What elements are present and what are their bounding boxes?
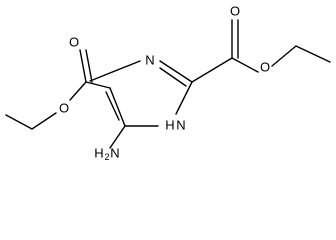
bond-carbonyl-ester-o — [231, 57, 259, 73]
atom-carbonyl-o-right-label: O — [230, 4, 240, 19]
atom-ester-o-left-label: O — [59, 101, 69, 116]
atom-carbonyl-o-left-label: O — [69, 35, 79, 50]
bond-ch2-ch3 — [295, 45, 331, 63]
atom-n1-h-label: H — [165, 118, 174, 133]
chemical-structure-diagram: N H N O O O O H 2 N — [5, 4, 331, 162]
atom-n3-label: N — [145, 53, 154, 68]
amine-n-label: N — [110, 146, 119, 161]
bond-carbonyl-double-inner — [85, 49, 93, 83]
bond-c5-c4-double-inner — [105, 91, 120, 121]
bond-n3-c2-double — [159, 60, 193, 83]
bond-c2-carbonyl-c — [191, 57, 233, 83]
bond-c5-c4-double — [109, 87, 126, 127]
bond-carbonyl-double — [79, 49, 87, 83]
bond-c5-amine — [109, 125, 126, 149]
imidazole-ring — [89, 60, 193, 127]
bond-ester-o-ch2 — [31, 112, 57, 130]
amine-h-label: H — [94, 146, 103, 161]
bond-ester-o-ch2 — [271, 45, 297, 67]
bond-c4-carbonyl-c — [85, 81, 111, 89]
left-ethyl-ester — [5, 49, 111, 130]
bond-c2-n1 — [175, 81, 193, 115]
atom-n1-label: N — [176, 118, 185, 133]
bond-ch2-ch3 — [5, 114, 33, 130]
bond-carbonyl-ester-o — [69, 81, 87, 101]
atom-ester-o-right-label: O — [260, 60, 270, 75]
right-ethyl-ester — [191, 19, 331, 83]
amine-h-count-subscript: 2 — [104, 152, 109, 162]
bond-n3-c2-double-inner — [159, 67, 187, 87]
bond-c4-n3 — [89, 60, 141, 82]
